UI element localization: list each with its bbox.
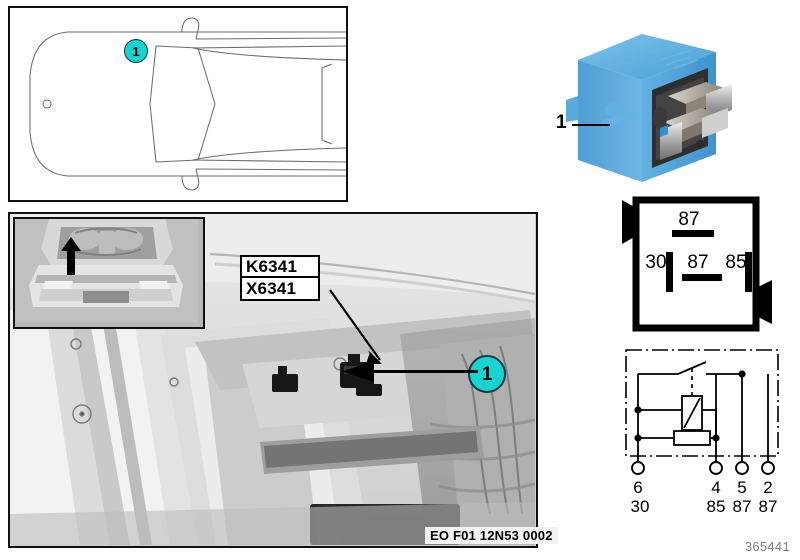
relay-item-number: 1 xyxy=(556,112,567,133)
schematic-terminal-87a: 87 xyxy=(733,497,752,514)
up-arrow-icon xyxy=(61,237,81,275)
footprint-diagram: 87 30 87 85 xyxy=(622,196,772,332)
figure-caption: EO F01 12N53 0002 xyxy=(425,527,558,544)
schematic-terminal-30: 30 xyxy=(631,497,650,514)
callout-marker-car: 1 xyxy=(124,39,148,63)
relay-leader-line xyxy=(572,124,610,126)
schematic-cavity-4: 4 xyxy=(711,478,720,497)
schematic-cavity-2: 2 xyxy=(763,478,772,497)
car-outline-drawing xyxy=(29,17,346,191)
figure-image-id: 365441 xyxy=(744,539,790,554)
car-top-view-panel xyxy=(8,6,348,202)
label-k6341: K6341 xyxy=(240,255,320,278)
schematic-diagram: 6 4 5 2 30 85 87 87 xyxy=(625,349,779,514)
relay-terminal-footprint: 87 30 87 85 xyxy=(614,192,800,337)
vehicle-front-photo xyxy=(15,219,198,322)
relay-3d-illustration xyxy=(566,34,732,182)
footprint-blade-30 xyxy=(666,252,673,292)
footprint-label-87-top: 87 xyxy=(678,209,699,230)
label-x6341: X6341 xyxy=(240,278,320,301)
schematic-cavity-6: 6 xyxy=(633,478,642,497)
footprint-label-87-mid: 87 xyxy=(687,252,708,273)
relay-component-photo xyxy=(556,22,800,190)
footprint-blade-85 xyxy=(745,252,752,292)
relay-circuit-schematic: 6 4 5 2 30 85 87 87 xyxy=(606,344,800,514)
footprint-label-30: 30 xyxy=(645,252,666,273)
footprint-blade-87-top xyxy=(672,230,714,237)
callout-marker-photo: 1 xyxy=(468,355,506,393)
schematic-terminal-87b: 87 xyxy=(759,497,778,514)
footprint-label-85: 85 xyxy=(725,252,746,273)
vehicle-front-inset-panel xyxy=(13,217,205,329)
component-label-stack: K6341 X6341 xyxy=(240,255,320,301)
footprint-blade-87-mid xyxy=(682,274,722,281)
schematic-cavity-5: 5 xyxy=(737,478,746,497)
schematic-terminal-85: 85 xyxy=(707,497,726,514)
